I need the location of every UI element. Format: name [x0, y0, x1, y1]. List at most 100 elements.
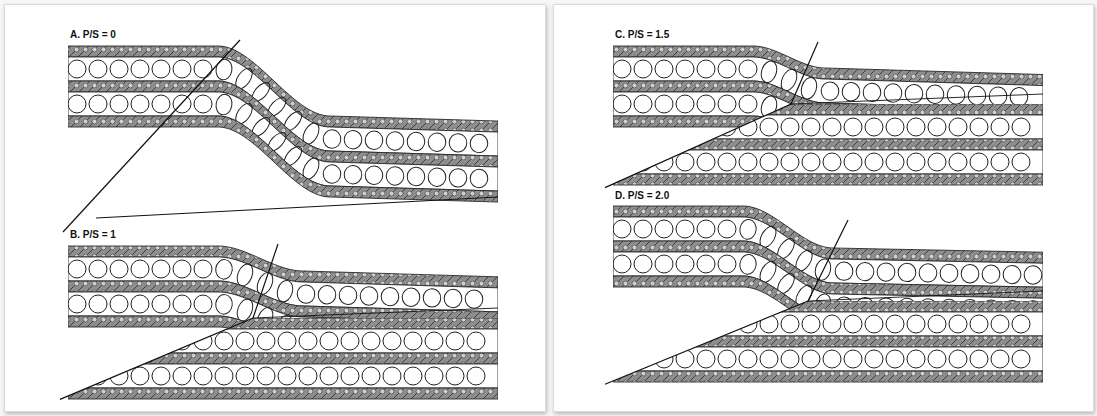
strain-marker [110, 60, 128, 78]
strain-marker [152, 295, 170, 313]
strain-marker [928, 315, 946, 333]
strain-marker [339, 286, 357, 305]
strain-marker [634, 255, 652, 273]
strain-marker [759, 59, 780, 84]
strain-marker [425, 367, 443, 385]
strain-marker [697, 220, 715, 238]
strain-marker [131, 295, 149, 313]
shale-layer [613, 139, 1043, 150]
strain-marker [194, 60, 212, 78]
strain-marker [68, 95, 86, 113]
strain-marker [152, 95, 170, 113]
strain-marker [68, 260, 86, 278]
strain-marker [214, 58, 233, 81]
strain-marker [344, 165, 362, 184]
strain-marker [194, 260, 212, 278]
strain-marker [152, 260, 170, 278]
strain-marker [928, 153, 946, 171]
strain-marker [68, 332, 86, 350]
strain-marker [613, 118, 631, 136]
strain-marker [323, 130, 341, 149]
strain-marker [991, 350, 1009, 368]
strain-marker [802, 350, 820, 368]
strain-marker [1003, 265, 1021, 284]
strain-marker [781, 153, 799, 171]
strain-marker [613, 350, 631, 368]
strain-marker [299, 332, 317, 350]
strain-marker [760, 350, 778, 368]
strain-marker [940, 264, 958, 283]
strain-marker [697, 153, 715, 171]
strain-marker [89, 332, 107, 350]
strain-marker [982, 265, 1000, 284]
strain-marker [362, 332, 380, 350]
fault-line [63, 40, 240, 232]
strain-marker [613, 153, 631, 171]
strain-marker [383, 367, 401, 385]
strain-marker [467, 367, 485, 385]
strain-marker [697, 60, 715, 78]
fold-panel [605, 206, 1043, 384]
strain-marker [297, 285, 315, 304]
strain-marker [739, 350, 757, 368]
strain-marker [718, 255, 736, 273]
strain-marker [110, 260, 128, 278]
strain-marker [907, 315, 925, 333]
strain-marker [341, 332, 359, 350]
strain-marker [856, 262, 874, 281]
strain-marker [739, 253, 758, 275]
strain-marker [323, 165, 341, 184]
strain-marker [886, 315, 904, 333]
strain-marker [835, 262, 853, 281]
strain-marker [907, 350, 925, 368]
strain-marker [905, 84, 923, 103]
strain-marker [823, 118, 841, 136]
strain-marker [991, 118, 1009, 136]
marker-layer [68, 364, 498, 388]
strain-marker [1024, 266, 1042, 285]
strain-marker [865, 153, 883, 171]
strain-marker [655, 350, 673, 368]
strain-marker [844, 118, 862, 136]
fault-line [60, 244, 278, 399]
strain-marker [961, 264, 979, 283]
fault-line [96, 197, 498, 218]
strain-marker [844, 350, 862, 368]
strain-marker [676, 60, 694, 78]
strain-marker [718, 95, 736, 113]
shale-layer [68, 316, 498, 358]
strain-marker [386, 131, 404, 150]
strain-marker [970, 153, 988, 171]
strain-marker [1010, 87, 1028, 106]
strain-marker [152, 367, 170, 385]
strain-marker [676, 220, 694, 238]
strain-marker [877, 263, 895, 282]
shale-layer [68, 353, 498, 364]
strain-marker [320, 367, 338, 385]
strain-marker [131, 60, 149, 78]
strain-marker [275, 279, 295, 304]
strain-marker [173, 60, 191, 78]
panel-label: C. P/S = 1.5 [615, 29, 669, 40]
fault-line [791, 94, 1043, 104]
strain-marker [402, 288, 420, 307]
strain-marker [844, 153, 862, 171]
strain-marker [697, 255, 715, 273]
strain-marker [68, 367, 86, 385]
shale-layer [68, 388, 498, 399]
strain-marker [697, 95, 715, 113]
strain-marker [655, 95, 673, 113]
strain-marker [470, 134, 488, 153]
strain-marker [278, 367, 296, 385]
strain-marker [344, 130, 362, 149]
strain-marker [926, 85, 944, 104]
strain-marker [697, 350, 715, 368]
fault-line [605, 220, 848, 384]
strain-marker [676, 255, 694, 273]
strain-marker [655, 255, 673, 273]
strain-marker [655, 153, 673, 171]
strain-marker [110, 332, 128, 350]
strain-marker [278, 332, 296, 350]
strain-marker [423, 288, 441, 307]
